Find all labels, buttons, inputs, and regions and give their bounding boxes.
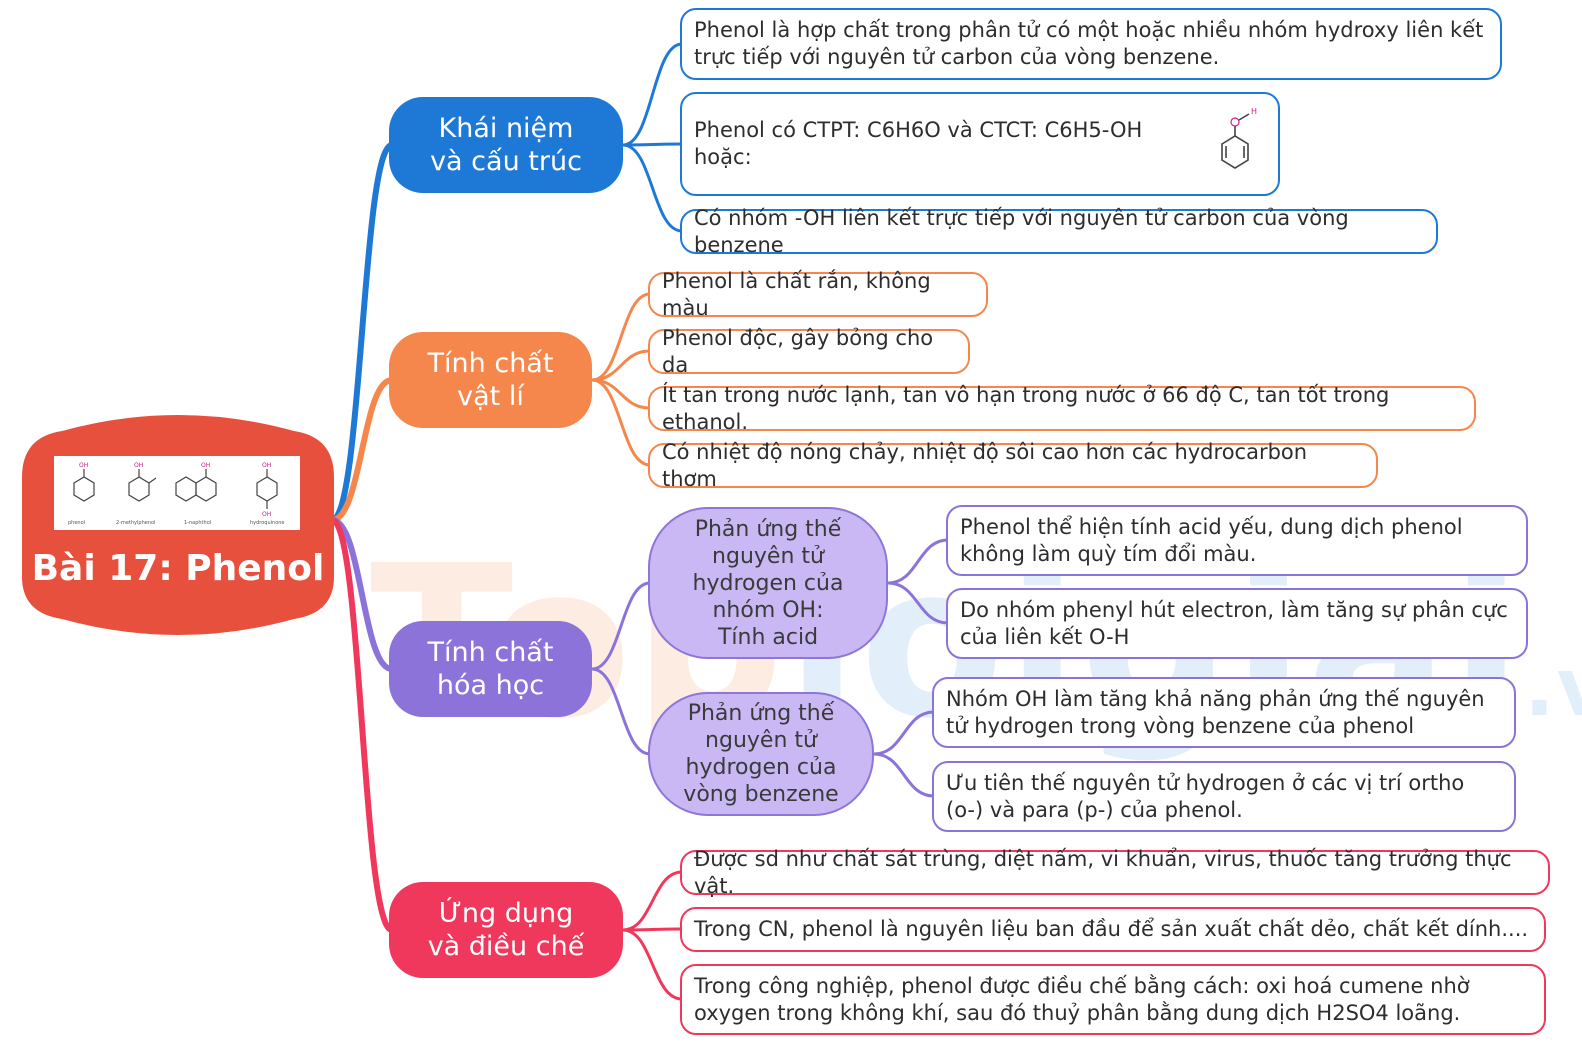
link-b3-sub-1 (590, 581, 652, 671)
leaf-ung-dung-3[interactable]: Trong công nghiệp, phenol được điều chế … (680, 964, 1546, 1035)
sub-node-vong-benzene[interactable]: Phản ứng thế nguyên tử hydrogen của vòng… (648, 692, 874, 816)
root-title: Bài 17: Phenol (31, 548, 325, 589)
branch-label: Tính chất hóa học (427, 637, 554, 701)
link-b3-sub-2 (590, 667, 652, 756)
structures-image: OH OH OH OH OH phenol 2-methylphenol 1-naph… (54, 456, 300, 530)
svg-text:2-methylphenol: 2-methylphenol (116, 520, 155, 526)
svg-text:OH: OH (134, 462, 143, 469)
link-root-branch-4 (329, 517, 395, 933)
link-b1-leaf-2 (621, 142, 684, 147)
branch-label: Khái niệm và cấu trúc (430, 113, 582, 177)
link-sub2-leaf-2 (872, 752, 936, 798)
link-root-branch-1 (329, 142, 395, 523)
link-b2-leaf-2 (590, 349, 652, 382)
leaf-benzene-2[interactable]: Ưu tiên thế nguyên tử hydrogen ở các vị … (932, 761, 1516, 832)
leaf-khai-niem-oh-bond[interactable]: Có nhóm -OH liên kết trực tiếp với nguyê… (680, 206, 1438, 257)
leaf-vat-li-3[interactable]: Ít tan trong nước lạnh, tan vô hạn trong… (648, 383, 1476, 434)
branch-ung-dung[interactable]: Ứng dụng và điều chế (389, 882, 623, 978)
leaf-ung-dung-2[interactable]: Trong CN, phenol là nguyên liệu ban đầu … (680, 907, 1546, 952)
svg-text:OH: OH (201, 462, 210, 469)
link-b4-leaf-1 (621, 870, 684, 932)
root-node[interactable]: OH OH OH OH OH phenol 2-methylphenol 1-naph… (22, 407, 334, 641)
svg-text:hydroquinone: hydroquinone (250, 520, 285, 526)
phenol-structures-icon: OH OH OH OH OH phenol 2-methylphenol 1-naph… (68, 462, 285, 526)
svg-text:1-naphthol: 1-naphthol (184, 520, 211, 526)
leaf-vat-li-1[interactable]: Phenol là chất rắn, không màu (648, 269, 988, 320)
branch-label: Tính chất vật lí (427, 348, 554, 412)
leaf-acid-1[interactable]: Phenol thể hiện tính acid yếu, dung dịch… (946, 505, 1528, 576)
link-b4-leaf-3 (621, 928, 684, 1001)
branch-tinh-chat-vat-li[interactable]: Tính chất vật lí (389, 332, 592, 428)
leaf-vat-li-4[interactable]: Có nhiệt độ nóng chảy, nhiệt độ sôi cao … (648, 440, 1378, 491)
svg-text:OH: OH (262, 462, 271, 469)
phenol-structure-icon: H (1221, 107, 1257, 169)
sub-node-tinh-acid[interactable]: Phản ứng thế nguyên tử hydrogen của nhóm… (648, 507, 888, 659)
svg-text:phenol: phenol (68, 520, 85, 526)
link-sub1-leaf-1 (886, 538, 950, 585)
leaf-acid-2[interactable]: Do nhóm phenyl hút electron, làm tăng sự… (946, 588, 1528, 659)
link-b2-leaf-4 (590, 378, 652, 467)
svg-text:H: H (1251, 107, 1257, 116)
svg-text:OH: OH (262, 511, 271, 518)
branch-tinh-chat-hoa-hoc[interactable]: Tính chất hóa học (389, 621, 592, 717)
link-sub1-leaf-2 (886, 581, 950, 625)
leaf-benzene-1[interactable]: Nhóm OH làm tăng khả năng phản ứng thế n… (932, 677, 1516, 748)
link-sub2-leaf-1 (872, 710, 936, 756)
leaf-vat-li-2[interactable]: Phenol độc, gây bỏng cho da (648, 326, 970, 377)
leaf-ung-dung-1[interactable]: Được sd như chất sát trùng, diệt nấm, vi… (680, 847, 1550, 898)
link-root-branch-2 (329, 377, 395, 523)
link-b2-leaf-1 (590, 292, 652, 382)
svg-text:OH: OH (79, 462, 88, 469)
leaf-khai-niem-formula[interactable]: Phenol có CTPT: C6H6O và CTCT: C6H5-OH h… (680, 92, 1280, 196)
branch-label: Ứng dụng và điều chế (427, 898, 585, 962)
link-b4-leaf-2 (621, 927, 684, 932)
link-b1-leaf-3 (621, 143, 684, 233)
leaf-khai-niem-definition[interactable]: Phenol là hợp chất trong phân tử có một … (680, 8, 1502, 80)
link-b1-leaf-1 (621, 42, 684, 147)
branch-khai-niem[interactable]: Khái niệm và cấu trúc (389, 97, 623, 193)
link-root-branch-3 (329, 517, 395, 672)
